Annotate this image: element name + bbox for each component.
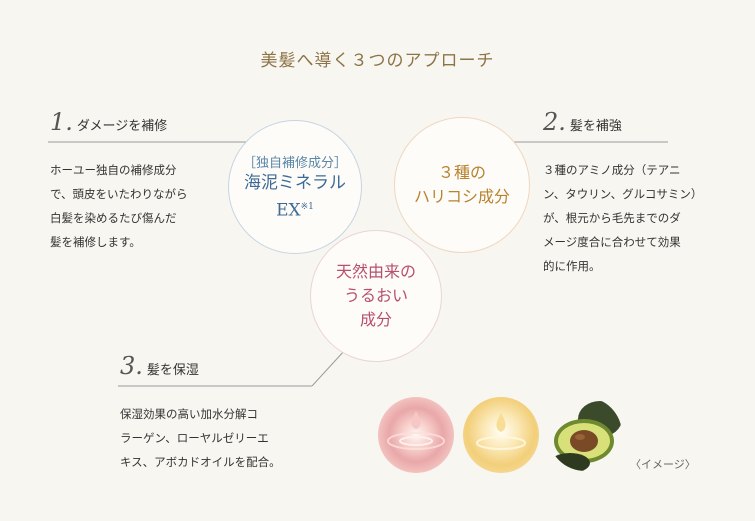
section-3-heading: 3.髪を保湿 — [120, 352, 199, 380]
mineral-sub: ［独自補修成分］ — [242, 155, 347, 171]
hari-line2: ハリコシ成分 — [413, 187, 510, 206]
section-3-connector — [311, 349, 346, 387]
collagen-image — [378, 397, 454, 473]
section-2-body: ３種のアミノ成分（テアニ ン、タウリン、グルコサミン） が、根元から毛先までのダ… — [543, 163, 703, 273]
royal-jelly-drop-graphic — [476, 413, 526, 450]
section-1-title: ダメージを補修 — [76, 119, 168, 134]
hari-line1: ３種の — [437, 163, 486, 182]
section-1-heading: 1.ダメージを補修 — [50, 108, 167, 136]
section-1-body: ホーユー独自の補修成分 で、頭皮をいたわりながら 白髪を染めるたび傷んだ 髪を補… — [50, 163, 188, 249]
section-3-body: 保湿効果の高い加水分解コ ラーゲン、ローヤルゼリーエ キス、アボカドオイルを配合… — [120, 407, 281, 469]
section-3-number: 3. — [120, 352, 143, 380]
section-2-number: 2. — [543, 108, 566, 136]
hari-circle: ３種の ハリコシ成分 — [394, 117, 530, 253]
uruoi-line2: うるおい — [343, 286, 408, 305]
image-caption: 〈イメージ〉 — [630, 458, 696, 471]
uruoi-circle: 天然由来の うるおい 成分 — [310, 230, 442, 362]
section-1-number: 1. — [50, 108, 73, 136]
mineral-circle: ［独自補修成分］ 海泥ミネラル EX※1 — [228, 120, 362, 254]
collagen-drop-graphic — [387, 411, 445, 450]
mineral-line2: EX — [276, 200, 301, 221]
section-2-title: 髪を補強 — [569, 119, 622, 134]
mineral-note: ※1 — [300, 201, 314, 212]
page-title: 美髪へ導く３つのアプローチ — [260, 51, 495, 71]
avocado-graphic — [548, 397, 622, 471]
avocado-image — [548, 397, 622, 471]
royal-jelly-image — [463, 397, 539, 473]
section-2-heading: 2.髪を補強 — [543, 108, 622, 136]
uruoi-line1: 天然由来の — [335, 262, 416, 281]
mineral-line2-wrap: EX※1 — [276, 195, 314, 223]
uruoi-line3: 成分 — [359, 310, 392, 329]
section-3-title: 髪を保湿 — [146, 363, 199, 378]
mineral-line1: 海泥ミネラル — [244, 172, 346, 193]
